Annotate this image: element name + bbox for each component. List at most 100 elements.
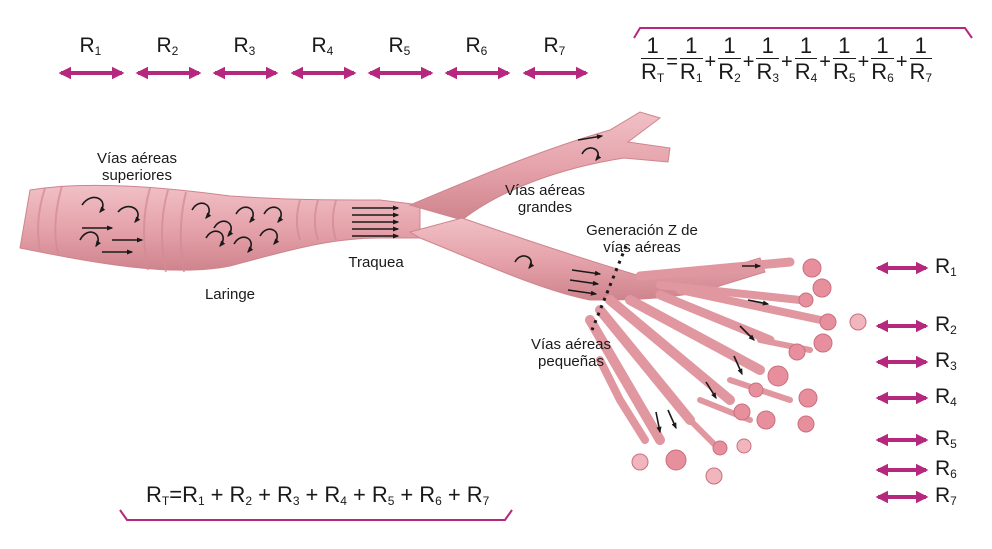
airway-tree [19,111,867,485]
formula-plus: + [895,51,908,73]
formula-equals: = [666,51,678,73]
cartilage-rings [36,185,337,273]
label-upper-airways: Vías aéreas superiores [82,150,192,184]
series-term-r6: R [419,482,436,507]
top-label-r3: R3 [234,34,256,58]
label-generation-z: Generación Z de vías aéreas [572,222,712,256]
formula-lhs-sub: T [656,71,665,85]
top-label-r2: R2 [157,34,179,58]
top-label-letter: R [311,34,327,57]
top-label-sub: 1 [94,44,102,58]
series-term-sub: 5 [387,494,395,508]
turbulent-arrows-upper-airways [79,196,144,255]
series-term-r4: R [324,482,341,507]
series-term-r2: R [229,482,246,507]
right-label-r5: R5 [935,427,957,451]
label-generation-z-line2: vías aéreas [603,239,681,256]
series-plus: + [258,482,271,507]
formula-term-sub: 6 [887,71,894,85]
right-label-letter: R [935,385,951,408]
formula-term-sub: 5 [848,71,856,85]
top-label-sub: 5 [403,44,411,58]
top-label-r4: R4 [312,34,334,58]
label-trachea: Traquea [348,254,404,271]
series-formula-brace [119,509,513,521]
label-upper-airways-line1: Vías aéreas [96,150,178,167]
series-term-sub: 3 [292,494,300,508]
top-label-sub: 3 [248,44,256,58]
formula-plus: + [857,51,870,73]
flow-arrows [79,134,770,434]
right-label-sub: 6 [950,467,957,481]
top-label-r1: R1 [80,34,102,58]
right-label-r3: R3 [935,349,957,373]
formula-term-numerator: 1 [832,34,856,59]
label-large-airways-line2: grandes [517,199,573,216]
right-label-letter: R [935,255,951,278]
series-term-r3: R [276,482,293,507]
top-label-letter: R [465,34,481,57]
formula-plus: + [704,51,717,73]
formula-term-numerator: 1 [871,34,894,59]
formula-term-numerator: 1 [679,34,703,59]
label-large-airways: Vías aéreas grandes [490,182,600,216]
right-label-letter: R [935,457,951,480]
top-label-letter: R [233,34,249,57]
formula-term-letter: R [756,59,773,84]
label-larynx: Laringe [204,286,256,303]
formula-term-numerator: 1 [909,34,933,59]
label-generation-z-line1: Generación Z de [586,222,698,239]
right-label-sub: 5 [950,437,957,451]
formula-term-letter: R [832,59,849,84]
series-plus: + [400,482,414,507]
series-term-sub: 7 [482,494,490,508]
right-label-r4: R4 [935,385,957,409]
alveoli-clusters [631,258,867,485]
formula-plus: + [819,51,831,73]
right-label-letter: R [935,484,951,507]
top-label-r6: R6 [466,34,488,58]
formula-term-numerator: 1 [794,34,818,59]
formula-term-sub: 3 [772,71,780,85]
series-term-sub: 1 [197,494,205,508]
right-label-sub: 1 [950,265,957,279]
series-plus: + [447,482,461,507]
formula-term-sub: 7 [925,71,933,85]
formula-lhs-r: R [641,59,657,84]
right-label-sub: 2 [950,323,957,337]
top-label-r7: R7 [544,34,566,58]
series-plus: + [305,482,319,507]
top-label-r5: R5 [389,34,411,58]
formula-term-numerator: 1 [756,34,780,59]
right-label-letter: R [935,313,951,336]
series-term-sub: 4 [340,494,347,508]
formula-term-letter: R [679,59,696,84]
series-lhs-r: R [146,482,162,507]
upper-bronchus [408,111,671,221]
right-label-letter: R [935,427,951,450]
right-label-sub: 4 [950,395,957,409]
series-resistance-formula: RT=R1+R2+R3+R4+R5+R6+R7 [146,482,489,508]
series-term-sub: 2 [245,494,253,508]
series-plus: + [352,482,366,507]
top-label-sub: 4 [326,44,334,58]
right-label-sub: 3 [950,359,957,373]
laminar-arrows-trachea [352,205,400,239]
series-term-r5: R [371,482,388,507]
series-plus: + [210,482,224,507]
formula-term-letter: R [794,59,811,84]
right-label-sub: 7 [950,494,957,508]
label-small-airways: Vías aéreas pequeñas [516,336,626,370]
top-label-letter: R [79,34,95,57]
right-generation-arrows [875,261,929,504]
